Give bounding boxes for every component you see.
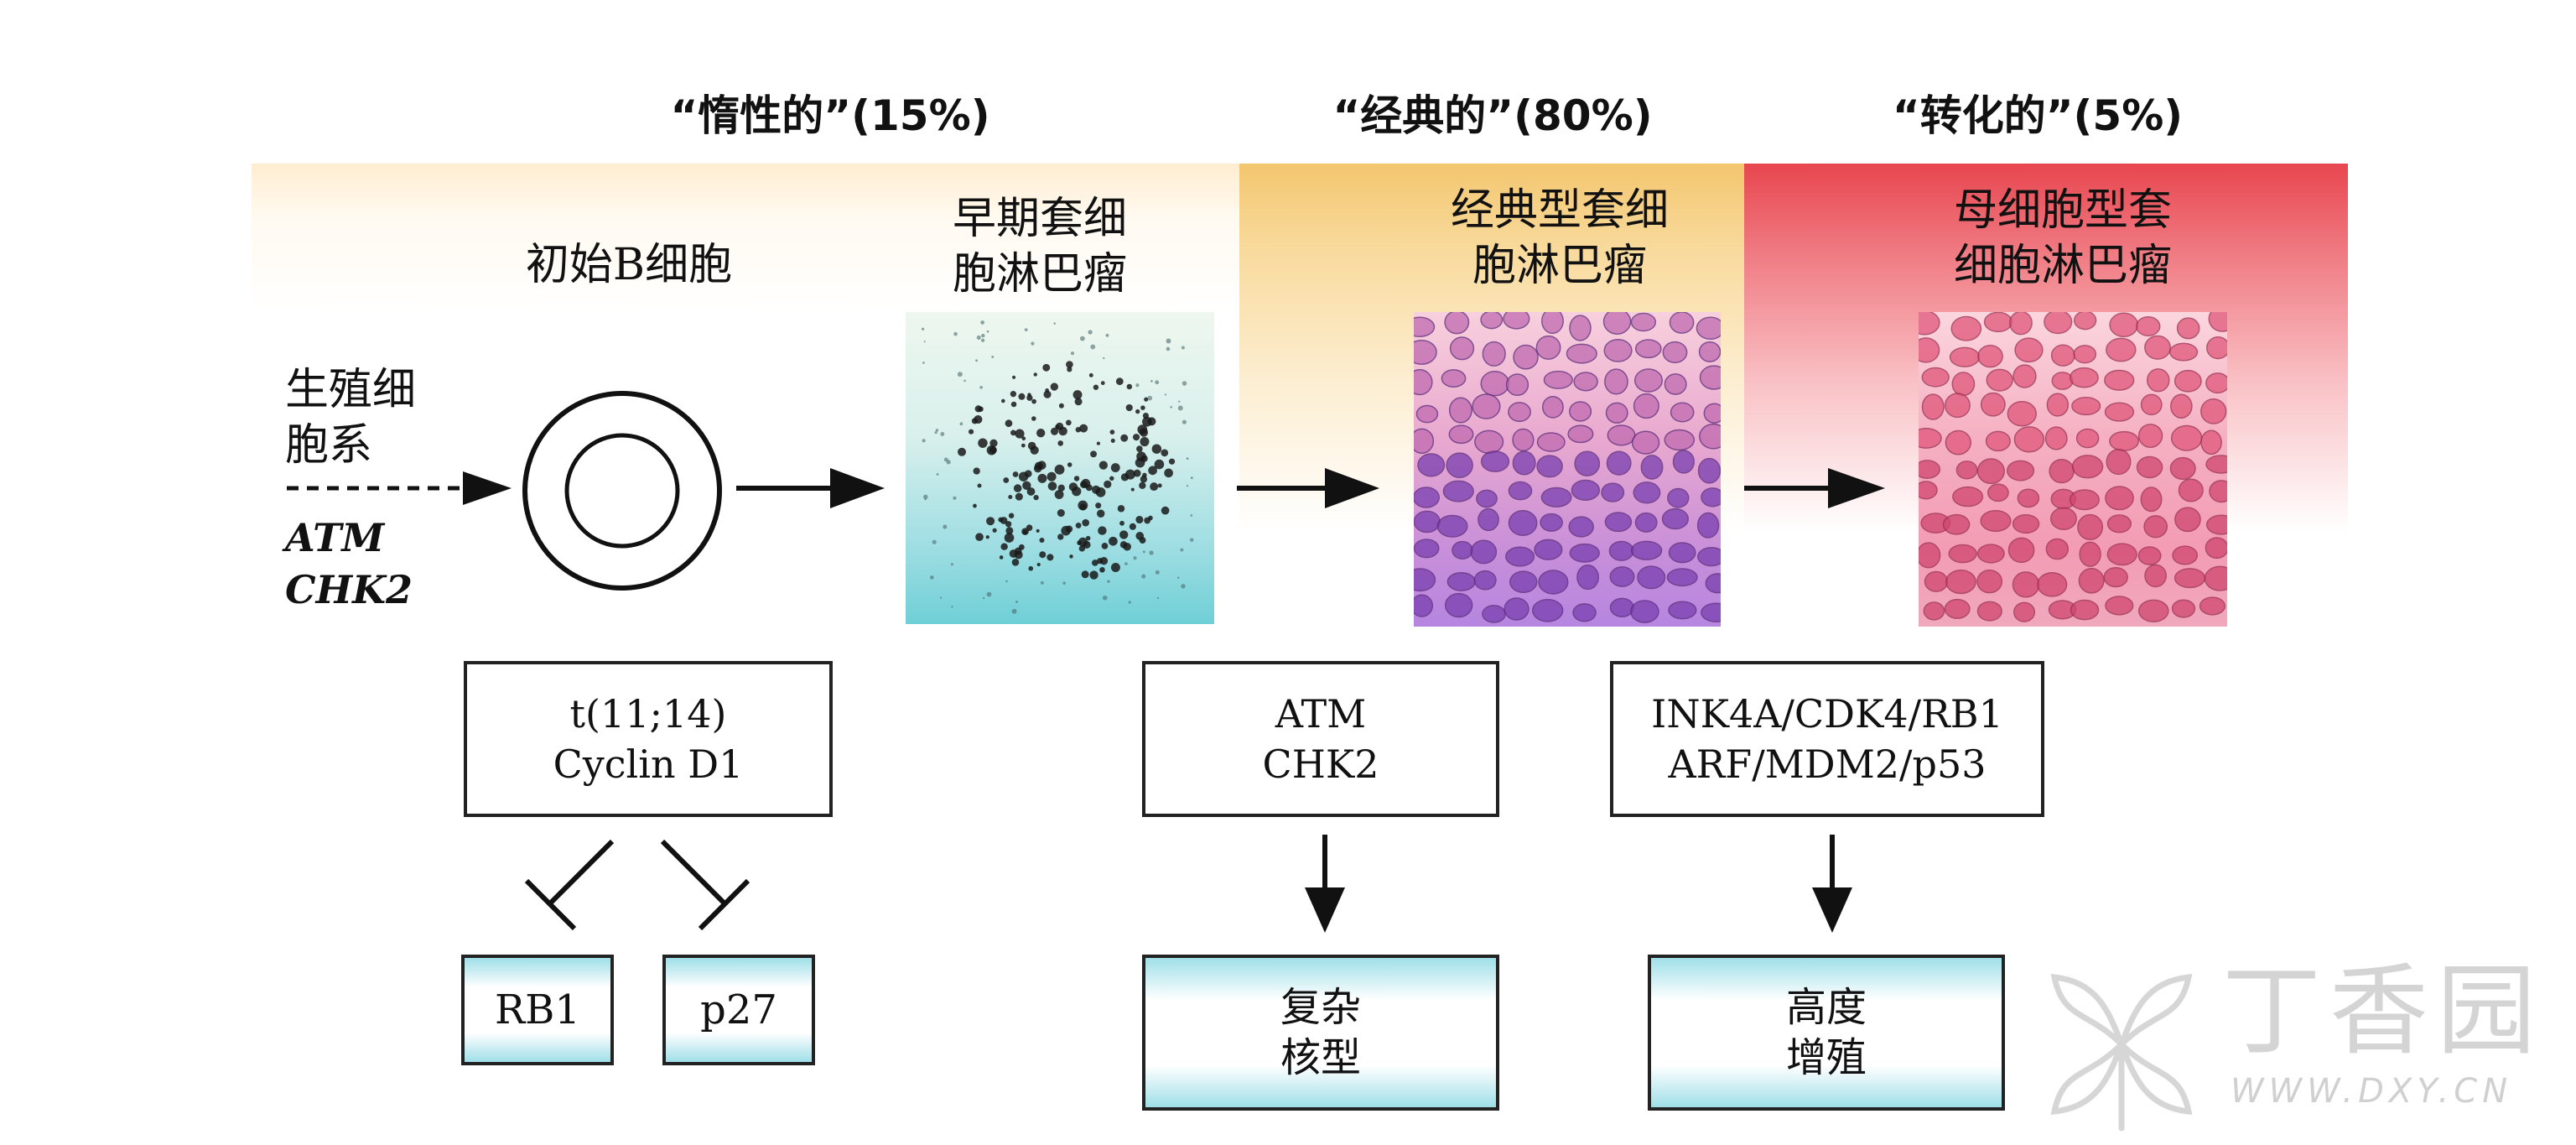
stage-label-blastoid: 母细胞型套细胞淋巴瘤 xyxy=(1953,185,2172,291)
outcome-complex-karyotype: 复杂核型 xyxy=(1142,955,1499,1111)
outcome-rb1: RB1 xyxy=(461,955,614,1065)
header-transformed: “转化的”(5%) xyxy=(1892,91,2184,140)
inhibit-rb1 xyxy=(524,839,615,931)
germline-label: 生殖细胞系 xyxy=(285,365,417,471)
header-indolent: “惰性的”(15%) xyxy=(670,91,990,140)
arrow-down-classic xyxy=(1305,835,1345,933)
watermark-brand: 丁香园 xyxy=(2222,953,2545,1069)
inhibit-p27 xyxy=(660,839,750,931)
arrow-early-to-classic xyxy=(1237,468,1379,508)
stage-label-early: 早期套细胞淋巴瘤 xyxy=(952,194,1127,299)
watermark-url: WWW.DXY.CN xyxy=(2231,1072,2513,1111)
dxy-logo-icon xyxy=(2050,974,2193,1132)
micrograph-classic xyxy=(1414,312,1721,627)
outcome-high-proliferation: 高度增殖 xyxy=(1648,955,2005,1111)
arrow-naive-to-early xyxy=(736,468,885,508)
outcome-p27: p27 xyxy=(662,955,815,1065)
micrograph-blastoid xyxy=(1919,312,2227,627)
germline-genes: ATM CHK2 xyxy=(285,515,413,612)
germline-arrow xyxy=(287,471,512,505)
arrow-down-transformed xyxy=(1812,835,1852,933)
header-classic: “经典的”(80%) xyxy=(1332,91,1653,140)
arrow-classic-to-blastoid xyxy=(1744,468,1885,508)
stage-label-naive: 初始B细胞 xyxy=(525,240,733,290)
box-indolent-events: t(11;14)Cyclin D1 xyxy=(464,661,833,817)
naive-b-cell xyxy=(522,391,722,591)
micrograph-early xyxy=(906,312,1214,624)
stage-label-classic: 经典型套细胞淋巴瘤 xyxy=(1450,185,1669,291)
